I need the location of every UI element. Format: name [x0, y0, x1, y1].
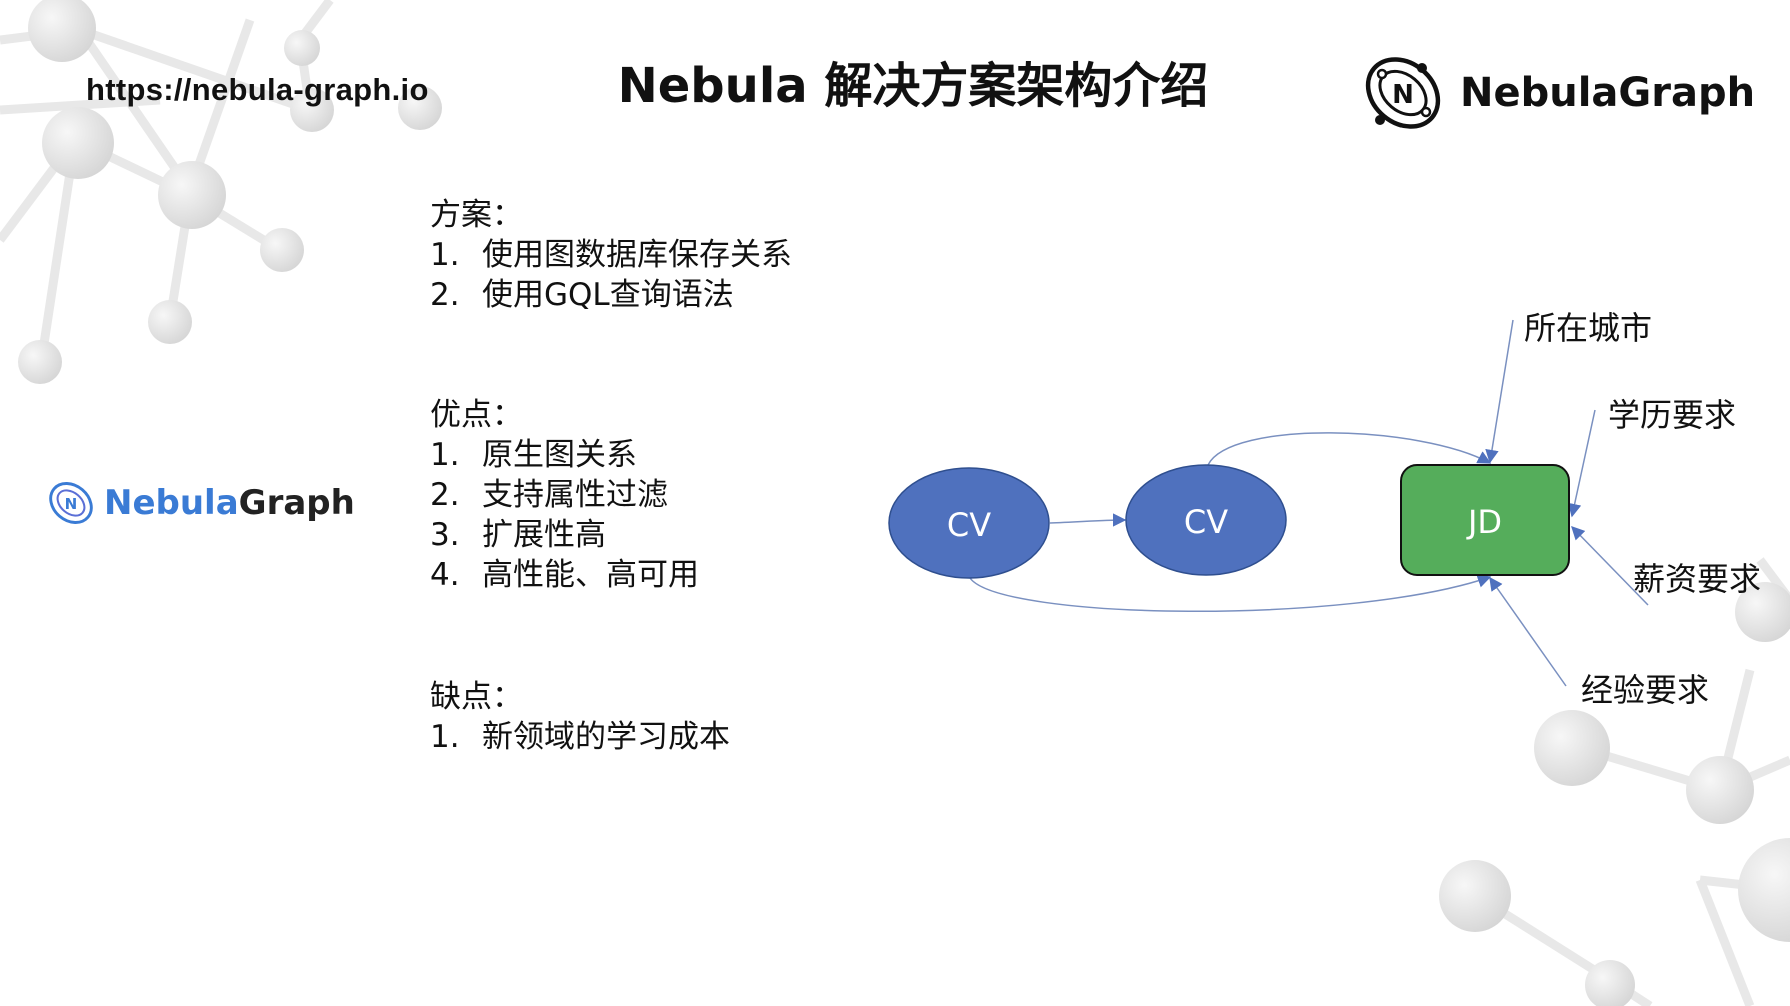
nebula-logo-icon: N — [1365, 57, 1441, 129]
edge-education-jd — [1567, 409, 1596, 518]
label-city: 所在城市 — [1524, 309, 1653, 347]
cons-section: 缺点： 1. 新领域的学习成本 — [430, 677, 730, 757]
item-number: 3. — [430, 517, 460, 553]
cv-node-1-label: CV — [946, 506, 992, 544]
item-text: 高性能、高可用 — [482, 557, 699, 593]
nebula-logo-icon: N — [49, 482, 93, 524]
svg-text:N: N — [1392, 80, 1414, 110]
item-text: 使用图数据库保存关系 — [482, 237, 792, 273]
brand-part-nebula: Nebula — [104, 483, 239, 523]
pros-section: 优点： 1. 原生图关系 2. 支持属性过滤 3. 扩展性高 4. 高性能、高可用 — [430, 395, 699, 595]
list-item: 1. 原生图关系 — [430, 435, 699, 475]
cv-node-2 — [1125, 464, 1287, 576]
list-item: 2. 支持属性过滤 — [430, 475, 699, 515]
pros-heading: 优点： — [430, 397, 523, 433]
brand-name-left: NebulaGraph — [104, 483, 355, 523]
label-experience: 经验要求 — [1581, 671, 1710, 709]
edge-cv1-cv2 — [1049, 513, 1127, 527]
svg-text:N: N — [65, 495, 78, 513]
nebulagraph-logo-top-right: N NebulaGraph — [1360, 50, 1755, 136]
edge-cv2-jd — [1207, 432, 1492, 466]
item-text: 新领域的学习成本 — [482, 719, 730, 755]
list-item: 3. 扩展性高 — [430, 515, 699, 555]
item-text: 支持属性过滤 — [482, 477, 668, 513]
list-item: 1. 使用图数据库保存关系 — [430, 235, 792, 275]
item-number: 1. — [430, 237, 460, 273]
list-item: 4. 高性能、高可用 — [430, 555, 699, 595]
list-item: 2. 使用GQL查询语法 — [430, 275, 792, 315]
item-number: 1. — [430, 437, 460, 473]
list-item: 1. 新领域的学习成本 — [430, 717, 730, 757]
item-number: 2. — [430, 277, 460, 313]
plan-section: 方案： 1. 使用图数据库保存关系 2. 使用GQL查询语法 — [430, 195, 792, 315]
edge-salary-jd — [1571, 526, 1649, 606]
brand-name: NebulaGraph — [1460, 70, 1756, 116]
jd-node — [1400, 464, 1570, 576]
cons-heading: 缺点： — [430, 679, 523, 715]
edge-experience-jd — [1489, 576, 1567, 687]
item-text: 扩展性高 — [482, 517, 606, 553]
label-salary: 薪资要求 — [1633, 560, 1762, 598]
slide-title: Nebula 解决方案架构介绍 — [617, 58, 1209, 114]
item-text: 原生图关系 — [482, 437, 637, 473]
brand-part-graph: Graph — [238, 483, 355, 523]
label-education: 学历要求 — [1608, 396, 1737, 434]
item-number: 1. — [430, 719, 460, 755]
cv-node-2-label: CV — [1183, 503, 1229, 541]
item-text: 使用GQL查询语法 — [482, 277, 734, 313]
edge-cv1-jd — [969, 574, 1492, 612]
website-url[interactable]: https://nebula-graph.io — [86, 72, 429, 107]
plan-heading: 方案： — [430, 197, 523, 233]
item-number: 4. — [430, 557, 460, 593]
edge-city-jd — [1485, 319, 1514, 464]
cv-node-1 — [888, 467, 1050, 579]
nebulagraph-logo-left: N NebulaGraph — [46, 478, 355, 528]
item-number: 2. — [430, 477, 460, 513]
jd-node-label: JD — [1467, 503, 1503, 541]
